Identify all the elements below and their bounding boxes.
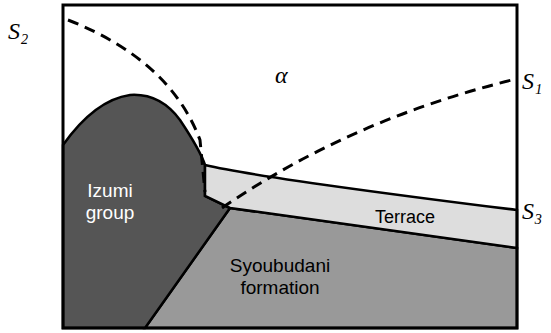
izumi-region xyxy=(63,95,230,328)
unit-name: Terrace xyxy=(375,207,435,228)
block-symbol: α xyxy=(275,62,288,90)
surface-symbol: S₃ xyxy=(522,198,542,226)
fault-line xyxy=(222,80,512,208)
fault-line xyxy=(68,20,205,192)
fault-symbol: S₁ xyxy=(522,68,542,96)
terrace-band xyxy=(205,165,517,248)
unit-name: Syoubudani formation xyxy=(205,255,355,299)
unit-name: Izumi group xyxy=(70,180,150,224)
fault-symbol: S₂ xyxy=(8,18,28,46)
section-frame xyxy=(63,5,517,328)
